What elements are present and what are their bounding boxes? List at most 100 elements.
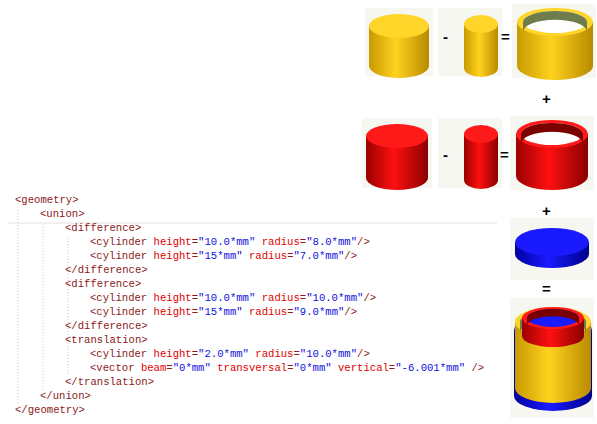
code-token: =	[293, 348, 299, 360]
code-token: vertical	[338, 362, 389, 374]
code-token: <	[15, 194, 21, 206]
hole-wall	[527, 309, 579, 326]
yellow-ring-hole	[523, 11, 587, 33]
code-token: <	[90, 348, 96, 360]
code-token: height	[154, 348, 192, 360]
code-token: </	[65, 376, 78, 388]
code-token: "10.0*mm"	[306, 292, 363, 304]
operator-symbol: =	[501, 29, 510, 45]
code-line: <cylinder height="10.0*mm" radius="10.0*…	[90, 291, 376, 305]
operator-symbol: -	[443, 29, 448, 45]
figure-panel	[510, 116, 594, 190]
code-token: >	[141, 264, 147, 276]
figure-panel	[510, 218, 594, 280]
code-token: "7.0*mm"	[293, 250, 344, 262]
code-line: <cylinder height="10.0*mm" radius="8.0*m…	[90, 235, 370, 249]
code-token: </	[15, 404, 28, 416]
code-token: beam	[141, 362, 166, 374]
code-token	[135, 362, 141, 374]
code-token: translation	[71, 334, 141, 346]
code-token	[211, 362, 217, 374]
hole-floor	[527, 309, 579, 327]
code-token: "15*mm"	[198, 250, 243, 262]
code-token	[147, 292, 153, 304]
code-token	[255, 292, 261, 304]
red-cylinder	[366, 124, 428, 190]
code-token: cylinder	[96, 250, 147, 262]
code-line: <cylinder height="15*mm" radius="9.0*mm"…	[90, 305, 357, 319]
code-token: <	[90, 250, 96, 262]
code-token: "8.0*mm"	[306, 236, 357, 248]
code-token: radius	[255, 348, 293, 360]
hole-floor	[521, 123, 583, 145]
code-token: </	[65, 320, 78, 332]
figure-panel	[460, 8, 502, 76]
code-token: translation	[78, 376, 148, 388]
indent-guides	[8, 210, 497, 404]
operator-symbol: =	[500, 147, 509, 163]
code-token: >	[141, 320, 147, 332]
code-token: >	[148, 376, 154, 388]
code-token: </	[40, 390, 53, 402]
code-token: transversal	[217, 362, 287, 374]
code-token: radius	[262, 292, 300, 304]
code-token: >	[141, 334, 147, 346]
code-token: =	[192, 292, 198, 304]
code-token: <	[40, 208, 46, 220]
code-token	[147, 348, 153, 360]
indent-guide	[18, 210, 19, 404]
code-token	[147, 236, 153, 248]
hole-wall	[521, 123, 583, 144]
code-token: cylinder	[96, 236, 147, 248]
code-token: =	[287, 362, 293, 374]
cylinder-top	[366, 124, 428, 148]
code-token: union	[53, 390, 85, 402]
code-token: "0*mm"	[293, 362, 331, 374]
code-token	[243, 250, 249, 262]
blue-disc	[515, 228, 589, 268]
code-token: <	[90, 292, 96, 304]
code-line: <union>	[40, 207, 85, 221]
code-token: =	[192, 306, 198, 318]
code-line: <translation>	[65, 333, 148, 347]
code-token: >	[78, 208, 84, 220]
code-token: />	[465, 362, 484, 374]
code-token: =	[389, 362, 395, 374]
cylinder-top	[516, 120, 588, 148]
code-line: </geometry>	[15, 403, 85, 417]
code-token: >	[79, 404, 85, 416]
code-token: difference	[71, 222, 135, 234]
figure-panel	[460, 118, 502, 188]
code-token: =	[300, 236, 306, 248]
code-token: >	[135, 222, 141, 234]
code-token: vector	[96, 362, 134, 374]
code-token: />	[344, 306, 357, 318]
code-token: radius	[249, 306, 287, 318]
cylinder-top	[515, 228, 589, 256]
operator-symbol: =	[542, 281, 551, 297]
operator-symbol: +	[542, 203, 551, 219]
cylinder-top	[464, 15, 498, 33]
cylinder-top	[522, 307, 584, 329]
code-line: <difference>	[65, 277, 141, 291]
figure-panel	[510, 298, 594, 418]
code-line: </translation>	[65, 375, 154, 389]
code-token: union	[46, 208, 78, 220]
yellow-ring	[517, 8, 593, 80]
code-token: =	[287, 306, 293, 318]
operator-symbol: -	[443, 147, 448, 163]
code-token: />	[357, 348, 370, 360]
code-token: =	[166, 362, 172, 374]
code-token: "0*mm"	[173, 362, 211, 374]
code-token: <	[90, 306, 96, 318]
code-token: height	[154, 292, 192, 304]
red-ring-hole	[521, 123, 583, 145]
code-token: radius	[249, 250, 287, 262]
code-token	[255, 236, 261, 248]
figure-panel	[438, 8, 460, 76]
code-token: <	[65, 222, 71, 234]
code-line: <vector beam="0*mm" transversal="0*mm" v…	[90, 361, 484, 375]
code-token: <	[65, 278, 71, 290]
